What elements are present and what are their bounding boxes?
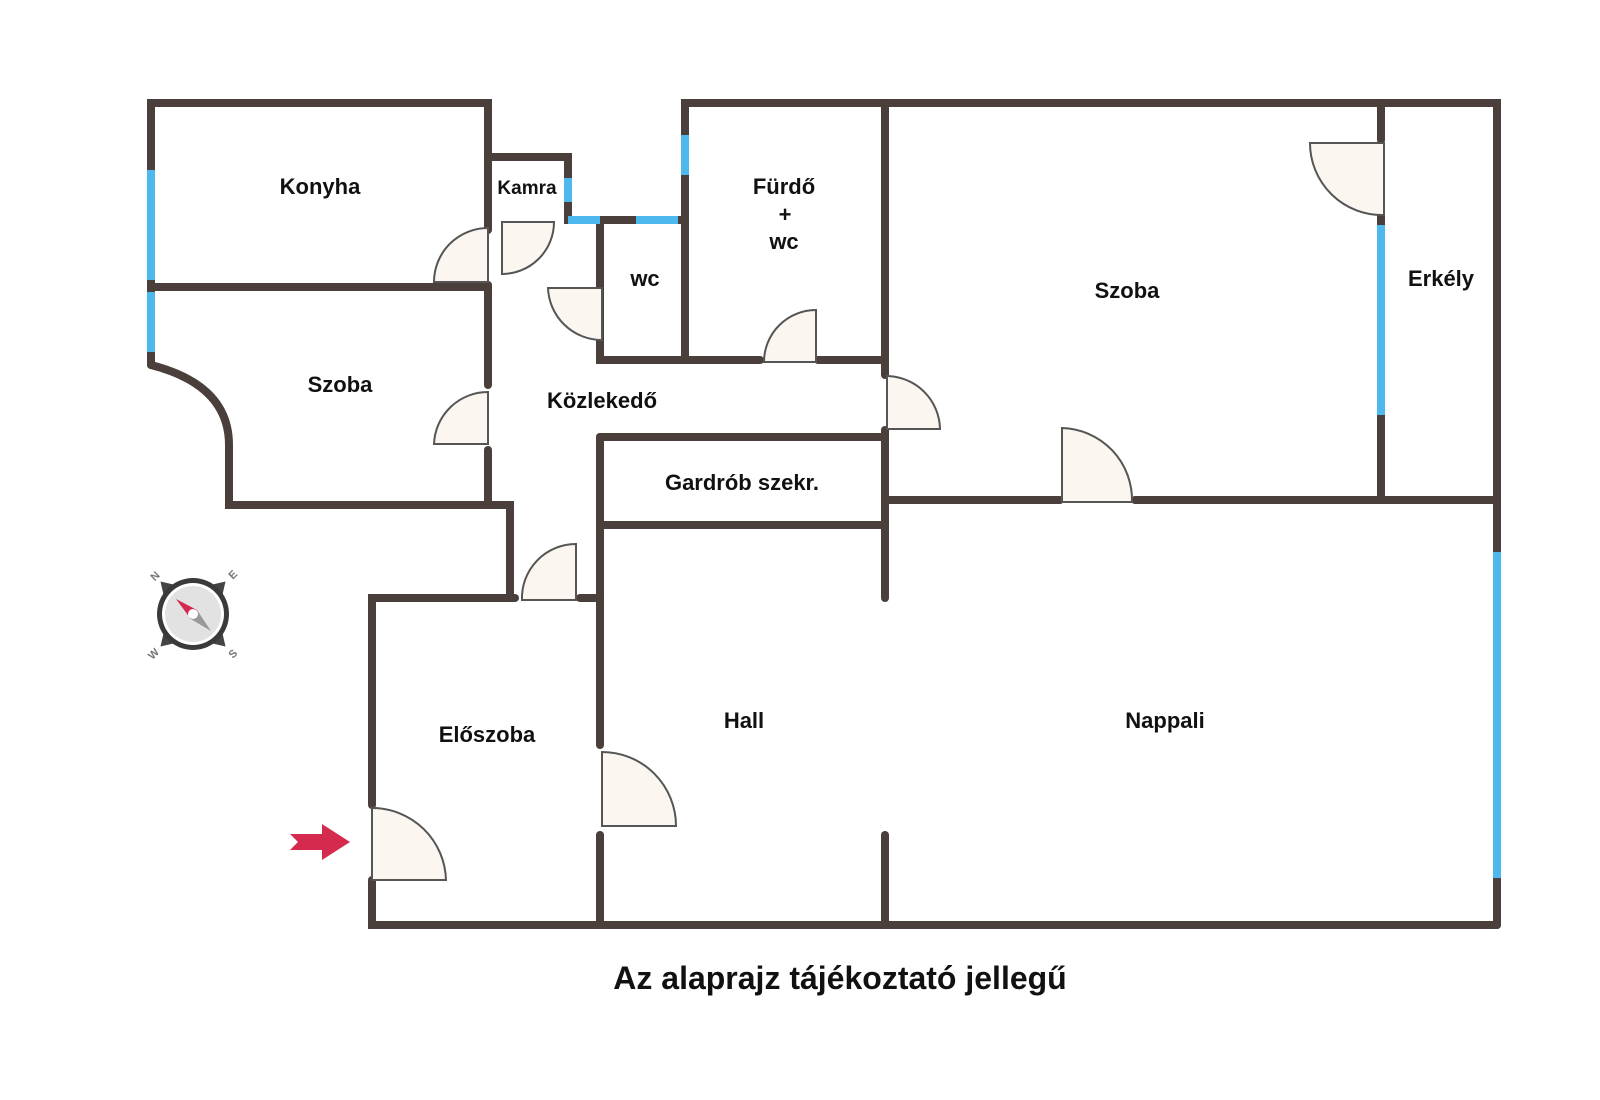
doors (371, 142, 1385, 881)
entrance-arrow-icon (290, 824, 350, 860)
room-label-szoba-right: Szoba (1095, 278, 1161, 303)
compass-icon: N E S W (146, 568, 240, 662)
room-label-nappali: Nappali (1125, 708, 1204, 733)
door-szoba-left[interactable] (432, 390, 489, 445)
room-label-furdo-wc: wc (768, 229, 798, 254)
compass-w: W (146, 646, 162, 662)
door-szoba-right-b[interactable] (1061, 426, 1134, 503)
room-label-konyha: Konyha (280, 174, 361, 199)
room-label-szoba-left: Szoba (308, 372, 374, 397)
room-label-wc: wc (629, 266, 659, 291)
room-label-erkely: Erkély (1408, 266, 1475, 291)
room-label-gardrob: Gardrób szekr. (665, 470, 819, 495)
door-hall[interactable] (601, 750, 678, 827)
compass-e: E (226, 568, 240, 582)
door-szoba-right-a[interactable] (886, 374, 942, 430)
door-erkely[interactable] (1308, 142, 1385, 217)
compass-n: N (148, 569, 162, 583)
door-konyha[interactable] (432, 226, 489, 283)
compass-s: S (226, 647, 240, 661)
room-label-furdo-plus: + (779, 202, 792, 227)
door-eloszoba[interactable] (520, 542, 577, 601)
disclaimer-caption: Az alaprajz tájékoztató jellegű (613, 960, 1066, 996)
room-label-kozlekedo: Közlekedő (547, 388, 657, 413)
room-label-furdo: Fürdő (753, 174, 815, 199)
room-label-hall: Hall (724, 708, 764, 733)
door-furdo[interactable] (762, 308, 817, 363)
windows (147, 135, 1501, 878)
walls (147, 99, 1501, 929)
door-entrance[interactable] (371, 806, 448, 881)
room-label-kamra: Kamra (497, 178, 557, 199)
door-kamra[interactable] (501, 221, 556, 276)
room-label-eloszoba: Előszoba (439, 722, 536, 747)
door-wc[interactable] (546, 287, 603, 342)
